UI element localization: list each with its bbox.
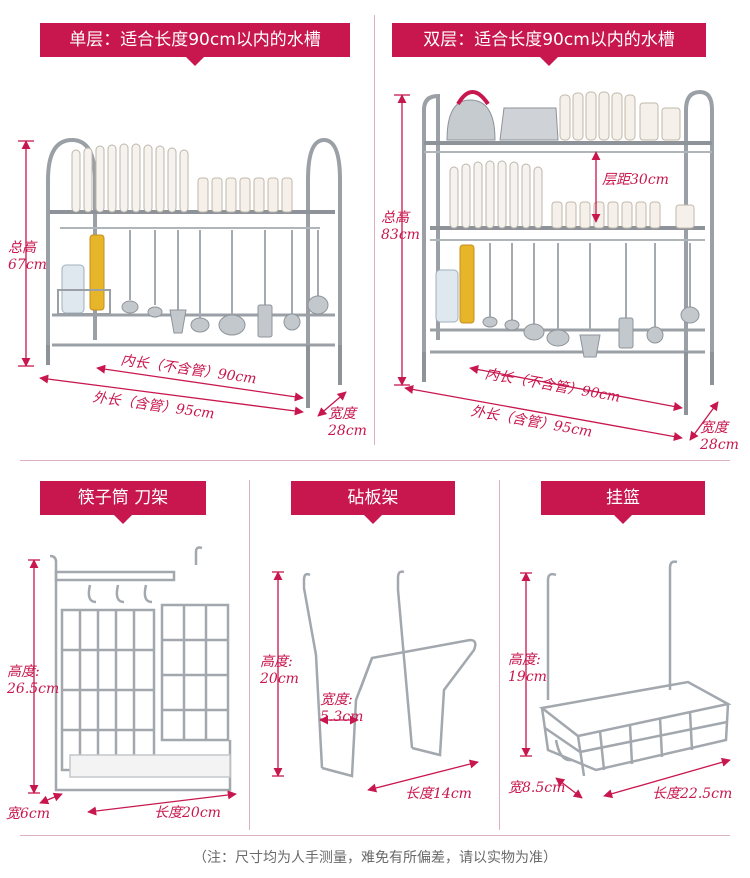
hanging-basket-dimension-lines (520, 572, 731, 799)
chopstick-height-label: 高度: 26.5cm (7, 664, 60, 697)
double-layer-rack-illustration (422, 89, 714, 415)
board-width-label: 宽度: 5.3cm (320, 692, 364, 725)
vertical-divider-top (374, 15, 375, 445)
single-layer-rack-illustration (46, 137, 342, 408)
single-layer-banner: 单层：适合长度90cm以内的水槽 (40, 23, 350, 66)
double-layer-gap-label: 层距30cm (602, 172, 669, 188)
vertical-divider-bottom-right (499, 480, 500, 830)
vertical-divider-bottom-left (249, 480, 250, 830)
chopstick-holder-illustration (49, 546, 232, 792)
single-height-label: 总高 67cm (8, 240, 47, 273)
chopstick-holder-dimension-lines (28, 559, 237, 816)
double-layer-dimension-lines (394, 94, 719, 442)
horizontal-divider (20, 460, 730, 461)
cutting-board-rack-banner: 砧板架 (291, 481, 455, 524)
basket-width-label: 宽8.5cm (508, 780, 566, 796)
basket-length-label: 长度22.5cm (652, 786, 733, 802)
cutting-board-rack-dimension-lines (272, 571, 479, 793)
footer-note: （注：尺寸均为人手测量，难免有所偏差，请以实物为准） (193, 850, 557, 866)
single-width-label: 宽度 28cm (328, 406, 367, 439)
cutting-board-rack-illustration (302, 570, 477, 778)
hanging-basket-banner: 挂篮 (541, 481, 705, 524)
double-layer-banner: 双层：适合长度90cm以内的水槽 (392, 23, 706, 66)
footer-divider (20, 835, 730, 836)
basket-height-label: 高度: 19cm (508, 652, 547, 685)
double-height-label: 总高 83cm (381, 210, 420, 243)
hanging-basket-illustration (539, 560, 732, 777)
chopstick-width-label: 宽6cm (6, 806, 51, 822)
single-layer-dimension-lines (18, 140, 347, 417)
double-width-label: 宽度 28cm (700, 420, 739, 453)
chopstick-holder-banner: 筷子筒 刀架 (40, 481, 206, 524)
board-height-label: 高度: 20cm (260, 654, 299, 687)
chopstick-length-label: 长度20cm (154, 805, 221, 821)
board-length-label: 长度14cm (405, 786, 472, 802)
